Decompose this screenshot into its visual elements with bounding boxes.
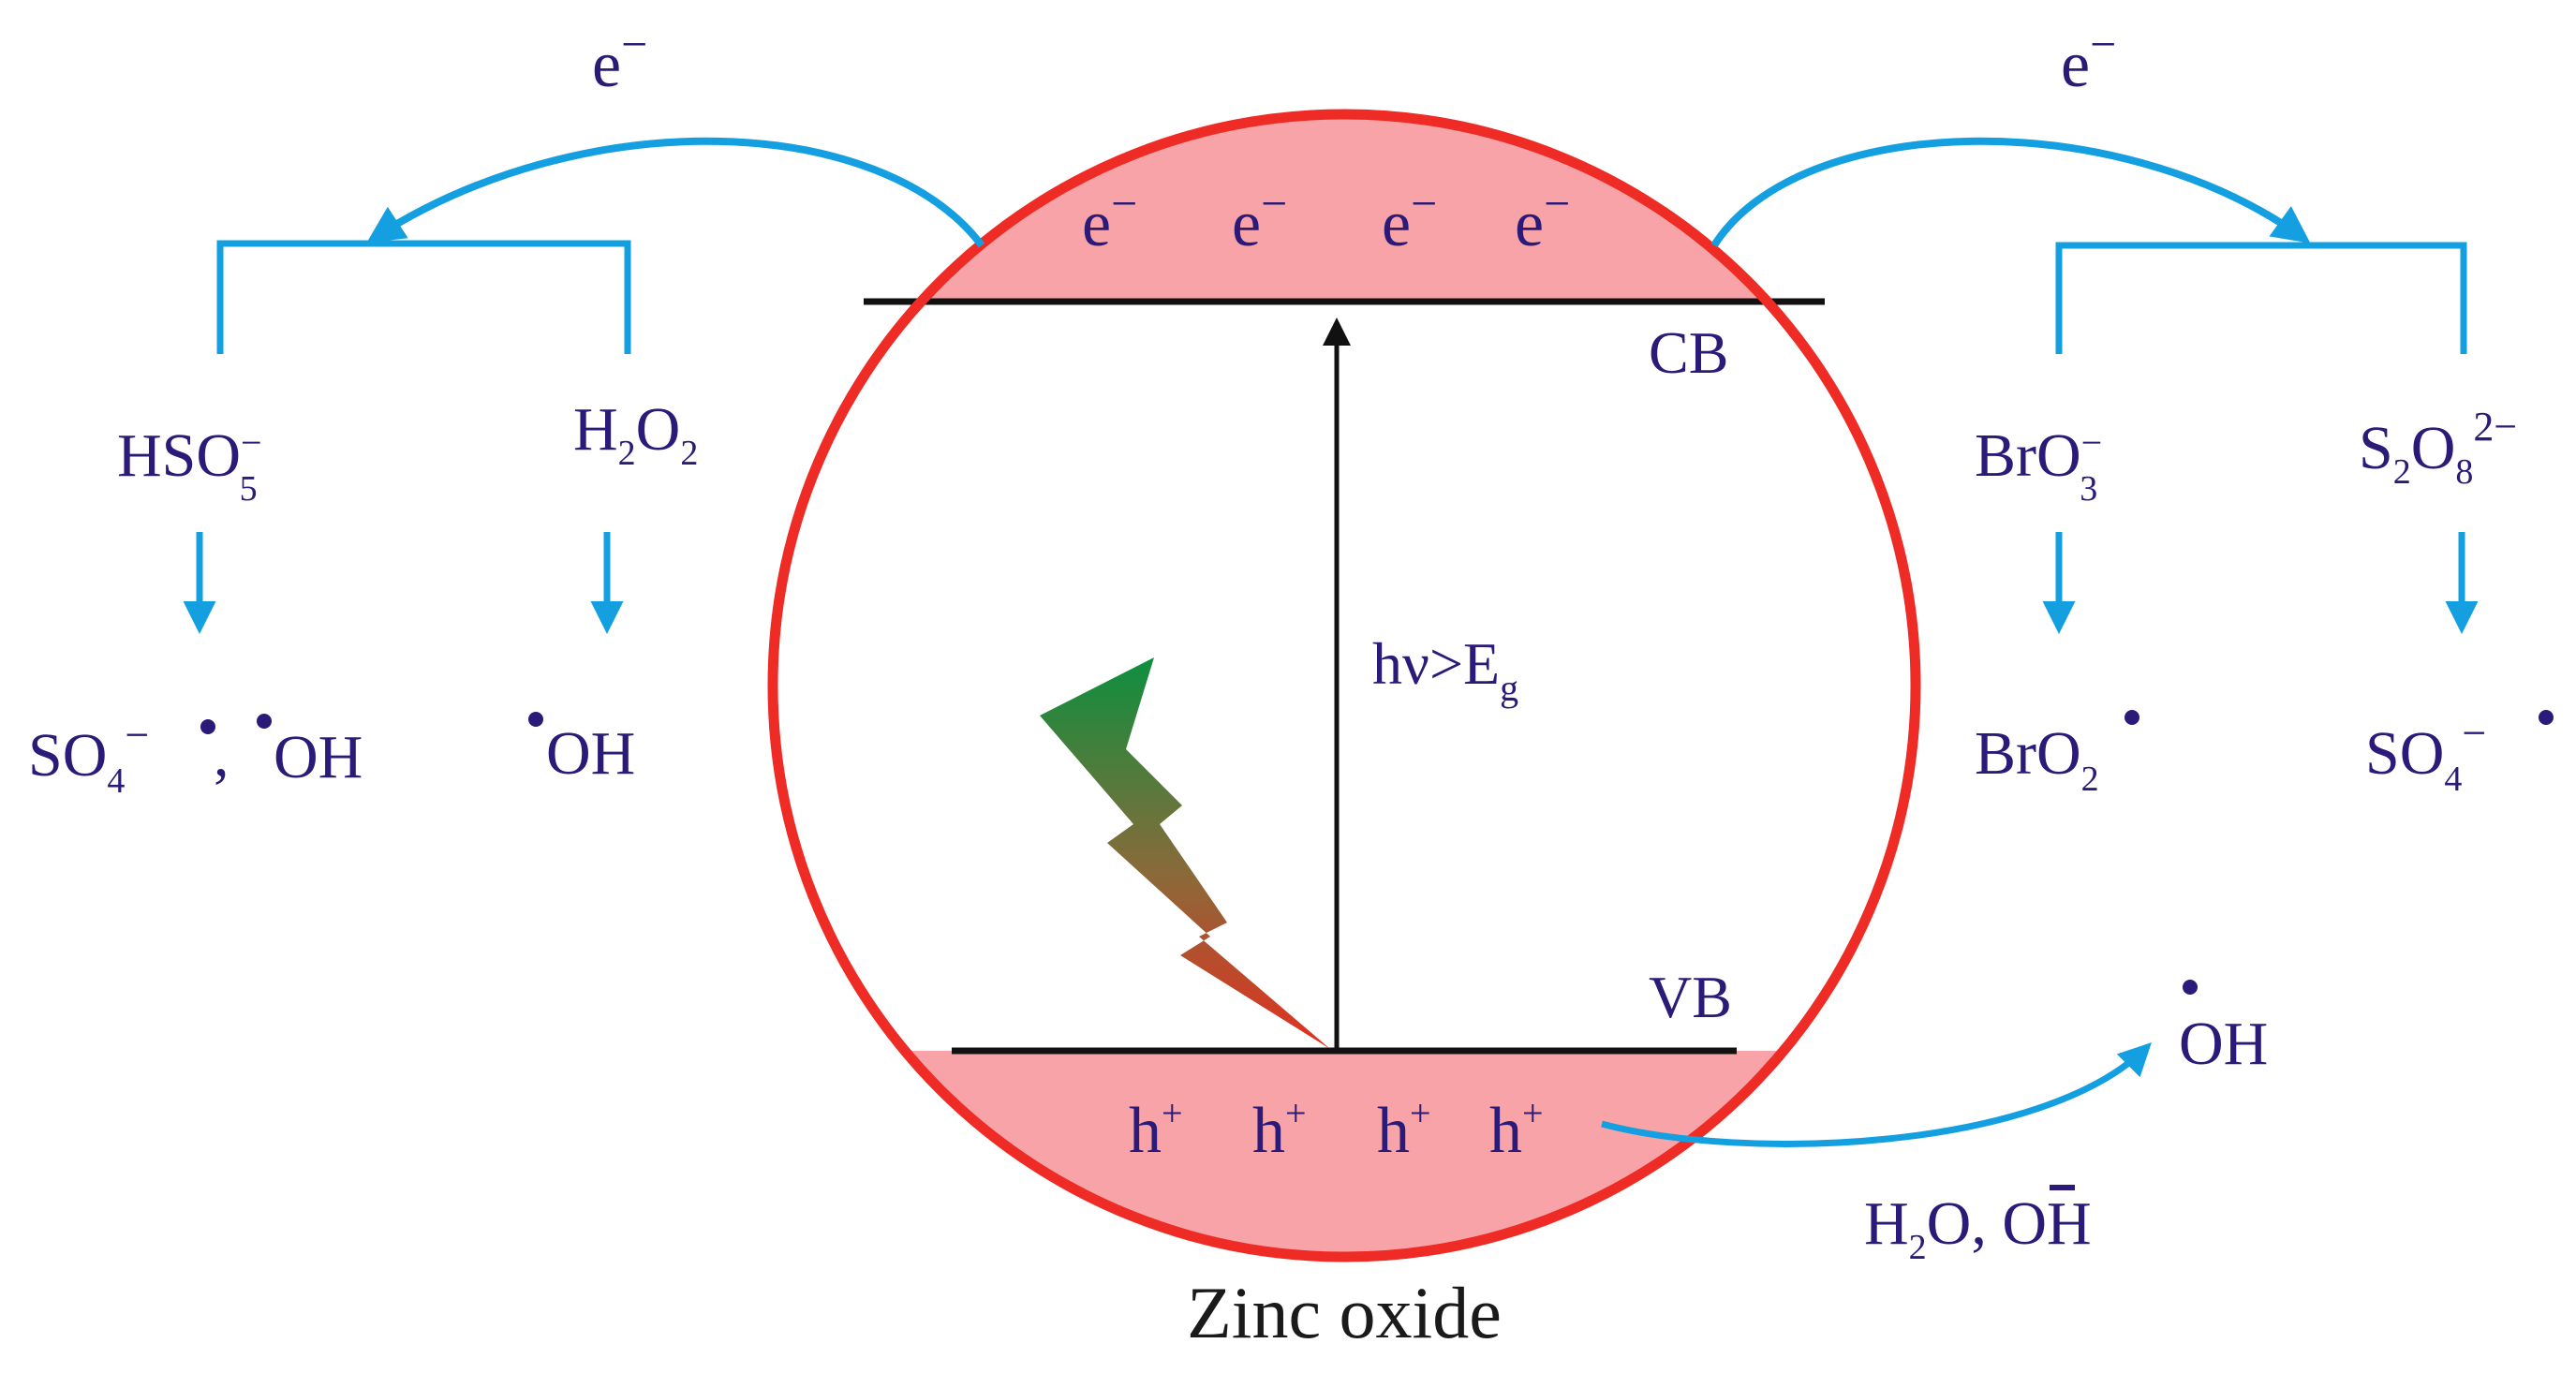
right-transfer-arrow bbox=[1710, 137, 2311, 248]
left-electron-label: e− bbox=[592, 18, 647, 101]
vb-hole: h+ bbox=[1129, 1092, 1183, 1167]
left-electron-transfer: e− bbox=[216, 18, 985, 354]
left-bracket bbox=[216, 240, 631, 354]
right-electron-label: e− bbox=[2061, 18, 2116, 101]
left-transfer-arrow bbox=[366, 137, 985, 248]
particle-outline bbox=[767, 109, 1921, 1262]
hole-product-oh: OH bbox=[2179, 1010, 2268, 1078]
vb-hole: h+ bbox=[1489, 1092, 1544, 1167]
vb-hole: h+ bbox=[1252, 1092, 1307, 1167]
radical-dot bbox=[2183, 980, 2198, 995]
radical-dot bbox=[257, 714, 272, 729]
radical-dot bbox=[200, 719, 215, 734]
svg-text:OH: OH bbox=[546, 719, 635, 788]
right-product-1: BrO2 bbox=[1975, 710, 2139, 799]
radical-dot bbox=[2124, 710, 2139, 725]
left-product-2: OH bbox=[528, 712, 635, 788]
hole-transfer-arrow bbox=[1601, 1042, 2152, 1147]
cb-electron: e− bbox=[1232, 177, 1287, 260]
svg-text:BrO2: BrO2 bbox=[1975, 719, 2099, 799]
cb-electrons: e− e− e− e− bbox=[1082, 177, 1570, 260]
vb-holes: h+ h+ h+ h+ bbox=[1129, 1092, 1544, 1167]
bandgap-label: hν>Eg bbox=[1372, 630, 1518, 709]
hole-reactants: H2O, OH bbox=[1864, 1189, 2092, 1267]
hole-reaction: OH H2O, OH bbox=[1601, 980, 2268, 1267]
svg-text:,: , bbox=[214, 721, 229, 790]
hso5-label: HSO−5 bbox=[117, 421, 262, 509]
right-electron-transfer: e− bbox=[1710, 18, 2467, 354]
left-product-1: SO4− , OH bbox=[28, 711, 363, 801]
radical-dot bbox=[528, 712, 543, 727]
s2o8-label: S2O82− bbox=[2359, 404, 2517, 492]
cb-electron: e− bbox=[1082, 177, 1137, 260]
lightning-bolt-icon bbox=[1040, 657, 1330, 1049]
vb-label: VB bbox=[1649, 964, 1732, 1030]
zinc-oxide-particle bbox=[767, 109, 1921, 1262]
h2o2-label: H2O2 bbox=[573, 395, 698, 473]
right-product-2: SO4− bbox=[2365, 709, 2554, 799]
right-bracket bbox=[2055, 242, 2467, 354]
vb-hole: h+ bbox=[1377, 1092, 1431, 1167]
caption: Zinc oxide bbox=[1187, 1272, 1502, 1353]
svg-text:SO4−: SO4− bbox=[28, 711, 149, 801]
bro3-label: BrO−3 bbox=[1975, 421, 2102, 509]
cb-electron: e− bbox=[1515, 177, 1570, 260]
cb-electron: e− bbox=[1382, 177, 1437, 260]
radical-dot bbox=[2539, 710, 2554, 725]
cb-label: CB bbox=[1649, 319, 1728, 386]
svg-text:OH: OH bbox=[274, 723, 363, 791]
svg-text:SO4−: SO4− bbox=[2365, 709, 2486, 799]
